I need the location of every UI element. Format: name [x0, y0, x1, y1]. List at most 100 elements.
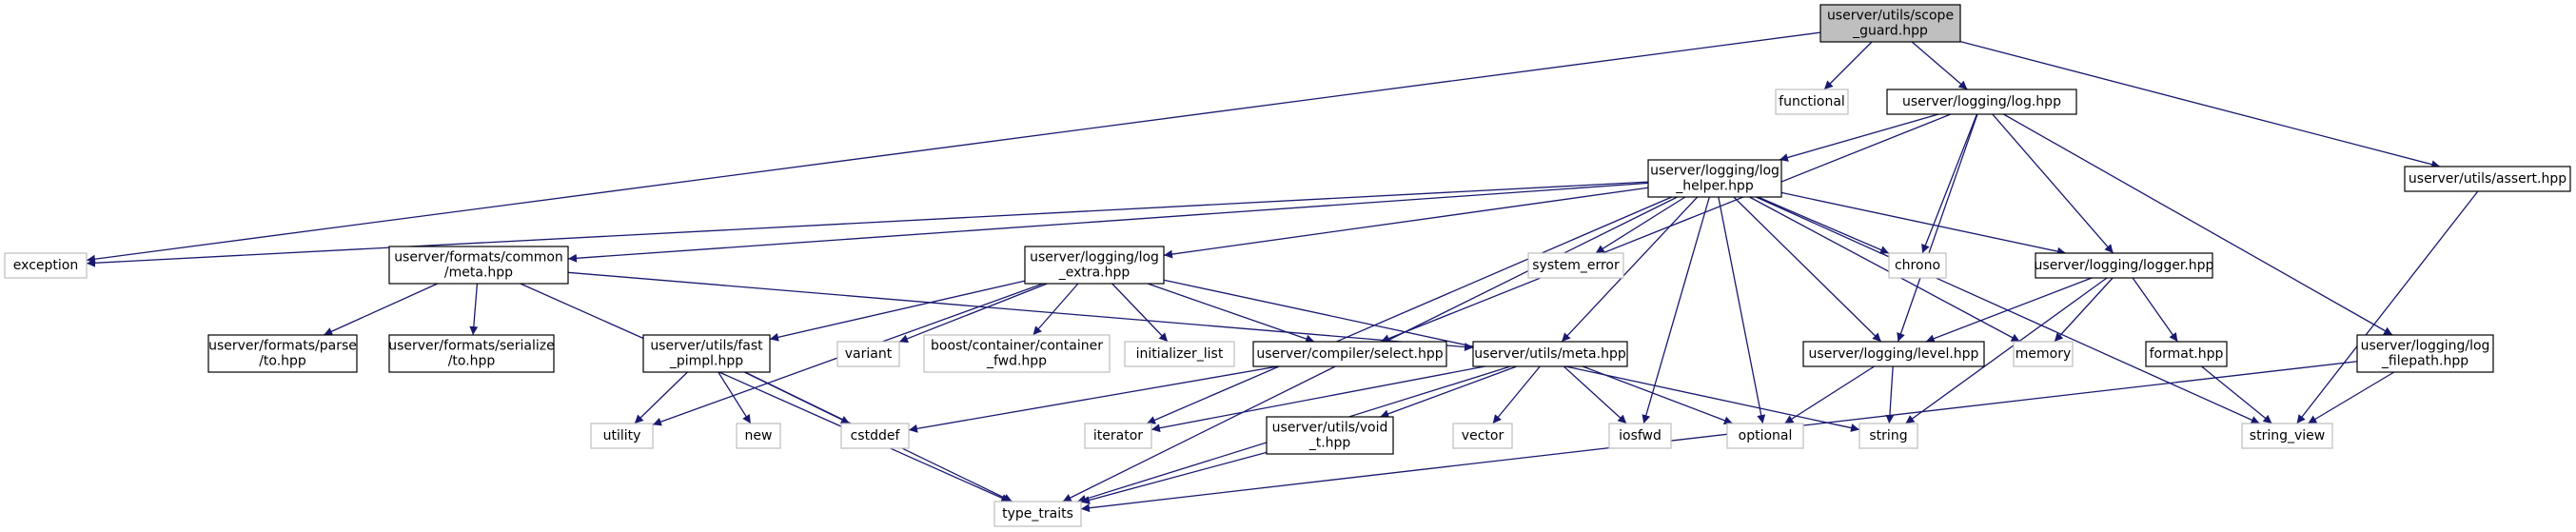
edge-log-extra-to-container-fwd [1032, 283, 1079, 336]
node-box-fast-pimpl [642, 334, 771, 373]
node-compiler-select[interactable]: userver/compiler/select.hpp [1252, 341, 1447, 367]
node-label-scope-guard-line-1: userver/utils/scope [1827, 9, 1954, 24]
node-fast-pimpl[interactable]: userver/utils/fast_pimpl.hpp [642, 334, 771, 373]
edge-scope-guard-to-functional [1823, 41, 1873, 90]
nodes-layer: userver/utils/scope_guard.hpp functional u… [4, 4, 2571, 527]
node-scope-guard[interactable]: userver/utils/scope_guard.hpp [1819, 4, 1961, 43]
node-label-container-fwd-line-2: _fwd.hpp [986, 354, 1047, 369]
node-new: new [736, 423, 781, 449]
node-utils-meta[interactable]: userver/utils/meta.hpp [1472, 341, 1628, 367]
edge-fast-pimpl-to-utility [634, 371, 688, 424]
node-box-void-t [1266, 416, 1394, 455]
node-iterator: iterator [1084, 423, 1152, 449]
node-variant: variant [836, 341, 900, 367]
edge-utils-meta-to-iterator [1150, 365, 1485, 433]
node-label-cstddef: cstddef [851, 428, 901, 443]
node-box-string-view [2241, 423, 2333, 449]
node-utility: utility [590, 423, 654, 449]
edge-utils-meta-to-vector [1492, 365, 1541, 424]
node-void-t[interactable]: userver/utils/void_t.hpp [1266, 416, 1394, 455]
node-string-view: string_view [2241, 423, 2333, 449]
node-box-optional [1726, 423, 1804, 449]
node-label-variant: variant [845, 346, 893, 362]
edge-log-filepath-to-string-view [2307, 371, 2395, 424]
node-formats-meta[interactable]: userver/formats/common/meta.hpp [388, 246, 569, 285]
node-box-scope-guard [1819, 4, 1961, 43]
node-label-log-extra-line-2: _extra.hpp [1058, 266, 1131, 281]
node-log-extra[interactable]: userver/logging/log_extra.hpp [1024, 246, 1165, 285]
node-format[interactable]: format.hpp [2145, 341, 2228, 367]
edge-assert-to-string-view [2296, 190, 2479, 424]
node-assert[interactable]: userver/utils/assert.hpp [2404, 166, 2571, 192]
edge-formats-meta-to-parse-to [323, 283, 439, 336]
node-serialize-to[interactable]: userver/formats/serialize/to.hpp [388, 334, 555, 373]
node-label-scope-guard-line-2: _guard.hpp [1852, 24, 1928, 39]
edge-log-to-chrono [1921, 113, 1978, 254]
edge-log-to-logger [1992, 113, 2114, 254]
node-type-traits: type_traits [993, 501, 1082, 527]
edge-scope-guard-to-exception [86, 31, 1821, 264]
node-box-log-extra [1024, 246, 1165, 285]
node-exception: exception [4, 252, 88, 279]
node-parse-to[interactable]: userver/formats/parse/to.hpp [207, 334, 358, 373]
edge-level-to-optional [1784, 365, 1875, 424]
node-label-parse-to-line-1: userver/formats/parse [208, 339, 357, 354]
node-vector: vector [1452, 423, 1513, 449]
node-logger[interactable]: userver/logging/logger.hpp [2035, 252, 2214, 279]
edge-log-helper-to-utils-meta [1561, 196, 1699, 343]
node-label-compiler-select: userver/compiler/select.hpp [1256, 346, 1443, 362]
node-box-memory [2013, 341, 2074, 367]
node-label-fast-pimpl-line-1: userver/utils/fast [650, 339, 763, 354]
node-label-fast-pimpl-line-2: _pimpl.hpp [669, 354, 743, 369]
node-label-exception: exception [13, 258, 78, 273]
node-log-helper[interactable]: userver/logging/log_helper.hpp [1647, 159, 1782, 198]
node-label-functional: functional [1779, 94, 1845, 109]
edge-log-to-log-filepath [2003, 113, 2393, 336]
node-box-string [1858, 423, 1918, 449]
node-box-container-fwd [923, 334, 1111, 373]
node-optional: optional [1726, 423, 1804, 449]
node-log-filepath[interactable]: userver/logging/log_filepath.hpp [2356, 334, 2494, 373]
node-box-type-traits [993, 501, 1082, 527]
node-label-log-helper-line-2: _helper.hpp [1675, 179, 1754, 194]
edge-log-filepath-to-type-traits [1080, 361, 2358, 513]
edge-formats-meta-to-serialize-to [469, 283, 479, 336]
node-level[interactable]: userver/logging/level.hpp [1802, 341, 1985, 367]
node-iosfwd: iosfwd [1608, 423, 1672, 449]
node-log[interactable]: userver/logging/log.hpp [1886, 89, 2077, 115]
node-label-void-t-line-1: userver/utils/void [1272, 421, 1388, 436]
edge-log-helper-to-system-error [1595, 196, 1686, 254]
node-box-logger [2035, 252, 2213, 279]
node-box-exception [4, 252, 88, 279]
node-functional: functional [1775, 89, 1849, 115]
node-label-log-extra-line-1: userver/logging/log [1030, 250, 1159, 266]
edge-log-to-log-helper [1779, 113, 1939, 162]
node-label-void-t-line-2: _t.hpp [1308, 436, 1351, 451]
edge-log-helper-to-iterator [1146, 196, 1673, 424]
node-label-level: userver/logging/level.hpp [1809, 346, 1979, 362]
node-label-new: new [745, 428, 773, 443]
node-label-type-traits: type_traits [1002, 506, 1073, 522]
node-string: string [1858, 423, 1918, 449]
node-box-format [2145, 341, 2228, 367]
edge-log-helper-to-iosfwd [1642, 196, 1710, 424]
edge-utils-meta-to-iosfwd [1563, 365, 1627, 424]
node-label-log-filepath-line-1: userver/logging/log [2361, 339, 2490, 354]
node-box-parse-to [207, 334, 358, 373]
node-box-system-error [1527, 252, 1624, 279]
node-memory: memory [2013, 341, 2074, 367]
node-system-error: system_error [1527, 252, 1624, 279]
node-box-utils-meta [1472, 341, 1628, 367]
node-label-log-filepath-line-2: _filepath.hpp [2381, 354, 2468, 369]
node-box-cstddef [840, 423, 910, 449]
node-label-serialize-to-line-1: userver/formats/serialize [388, 339, 555, 354]
node-label-chrono: chrono [1895, 258, 1940, 273]
node-box-functional [1775, 89, 1849, 115]
edge-utils-meta-to-optional [1582, 365, 1734, 425]
node-label-iosfwd: iosfwd [1619, 428, 1662, 443]
edge-log-extra-to-fast-pimpl [769, 280, 1026, 342]
edge-logger-to-format [2132, 277, 2178, 343]
node-label-string-view: string_view [2250, 428, 2325, 443]
node-box-serialize-to [388, 334, 555, 373]
edge-log-helper-to-level [1733, 196, 1882, 343]
